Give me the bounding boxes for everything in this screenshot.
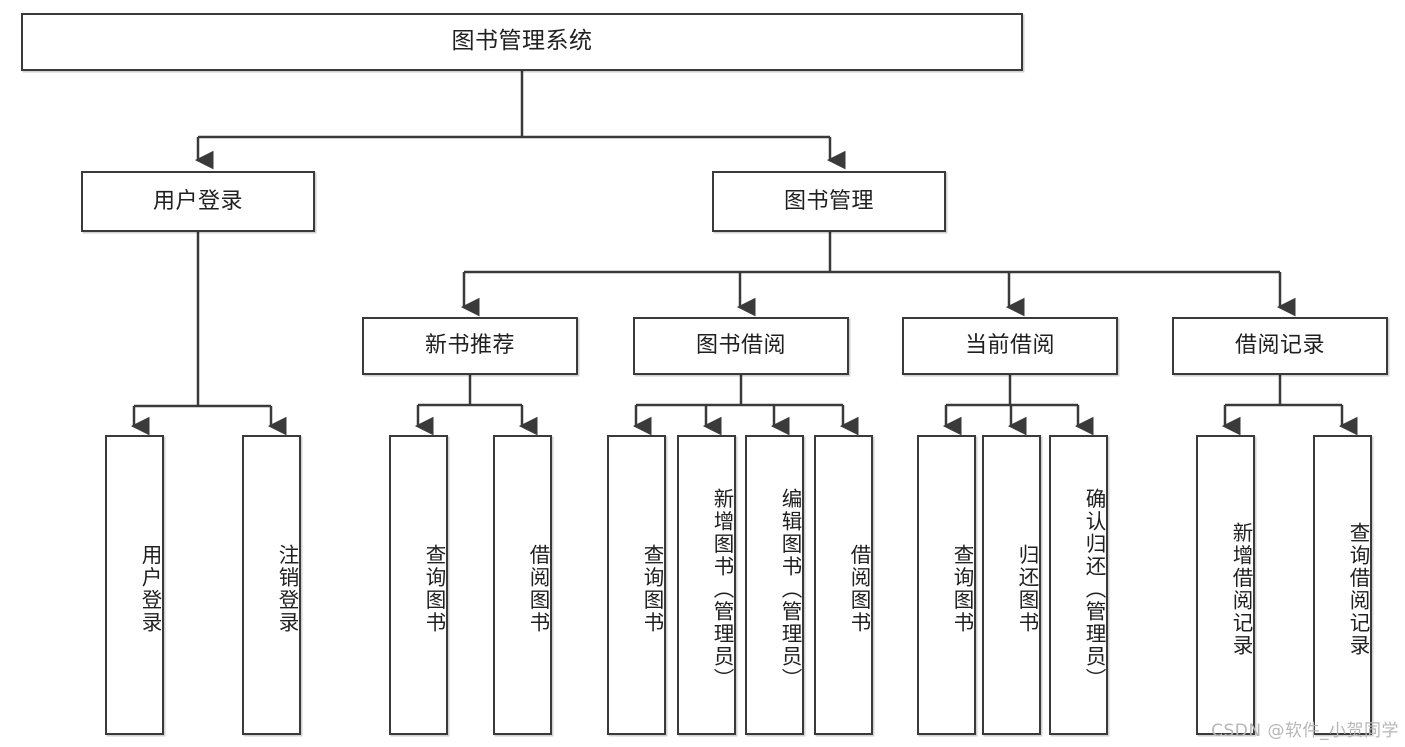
leaf-query-book-current[interactable]: 查询图书 bbox=[917, 435, 976, 735]
node-label: 图书管理 bbox=[783, 188, 874, 214]
leaf-add-book-admin[interactable]: 新增图书（管理员） bbox=[677, 435, 736, 735]
node-label: 新增借阅记录 bbox=[1229, 521, 1253, 657]
leaf-edit-book-admin[interactable]: 编辑图书（管理员） bbox=[745, 435, 804, 735]
node-current-borrow[interactable]: 当前借阅 bbox=[902, 317, 1118, 375]
node-label: 查询图书 bbox=[640, 544, 664, 634]
leaf-confirm-return-admin[interactable]: 确认归还（管理员） bbox=[1049, 435, 1108, 735]
node-label: 确认归还（管理员） bbox=[1082, 487, 1106, 691]
node-label: 借阅记录 bbox=[1234, 333, 1325, 359]
leaf-query-book-borrow[interactable]: 查询图书 bbox=[607, 435, 666, 735]
node-borrow-record[interactable]: 借阅记录 bbox=[1172, 317, 1388, 375]
node-label: 归还图书 bbox=[1015, 544, 1039, 634]
node-book-borrow[interactable]: 图书借阅 bbox=[633, 317, 849, 375]
node-label: 图书借阅 bbox=[695, 333, 786, 359]
leaf-query-book-recommend[interactable]: 查询图书 bbox=[389, 435, 448, 735]
node-root-system[interactable]: 图书管理系统 bbox=[21, 13, 1023, 71]
node-label: 查询图书 bbox=[950, 544, 974, 634]
leaf-return-book[interactable]: 归还图书 bbox=[982, 435, 1041, 735]
node-label: 借阅图书 bbox=[526, 544, 550, 634]
node-label: 当前借阅 bbox=[964, 333, 1055, 359]
leaf-borrow-book[interactable]: 借阅图书 bbox=[814, 435, 873, 735]
leaf-add-borrow-record[interactable]: 新增借阅记录 bbox=[1196, 435, 1255, 735]
node-label: 查询图书 bbox=[422, 544, 446, 634]
node-book-management[interactable]: 图书管理 bbox=[712, 171, 946, 232]
leaf-borrow-book-recommend[interactable]: 借阅图书 bbox=[493, 435, 552, 735]
node-label: 借阅图书 bbox=[847, 544, 871, 634]
node-user-login[interactable]: 用户登录 bbox=[81, 171, 315, 232]
node-label: 注销登录 bbox=[275, 544, 299, 634]
leaf-query-borrow-record[interactable]: 查询借阅记录 bbox=[1313, 435, 1372, 735]
leaf-user-login[interactable]: 用户登录 bbox=[105, 435, 164, 735]
leaf-user-logout[interactable]: 注销登录 bbox=[242, 435, 301, 735]
node-label: 用户登录 bbox=[152, 188, 243, 214]
node-label: 编辑图书（管理员） bbox=[778, 487, 802, 691]
node-label: 图书管理系统 bbox=[451, 28, 593, 55]
node-label: 用户登录 bbox=[138, 544, 162, 634]
node-label: 新书推荐 bbox=[424, 333, 515, 359]
node-new-book-recommend[interactable]: 新书推荐 bbox=[362, 317, 578, 375]
node-label: 查询借阅记录 bbox=[1346, 521, 1370, 657]
node-label: 新增图书（管理员） bbox=[710, 487, 734, 691]
